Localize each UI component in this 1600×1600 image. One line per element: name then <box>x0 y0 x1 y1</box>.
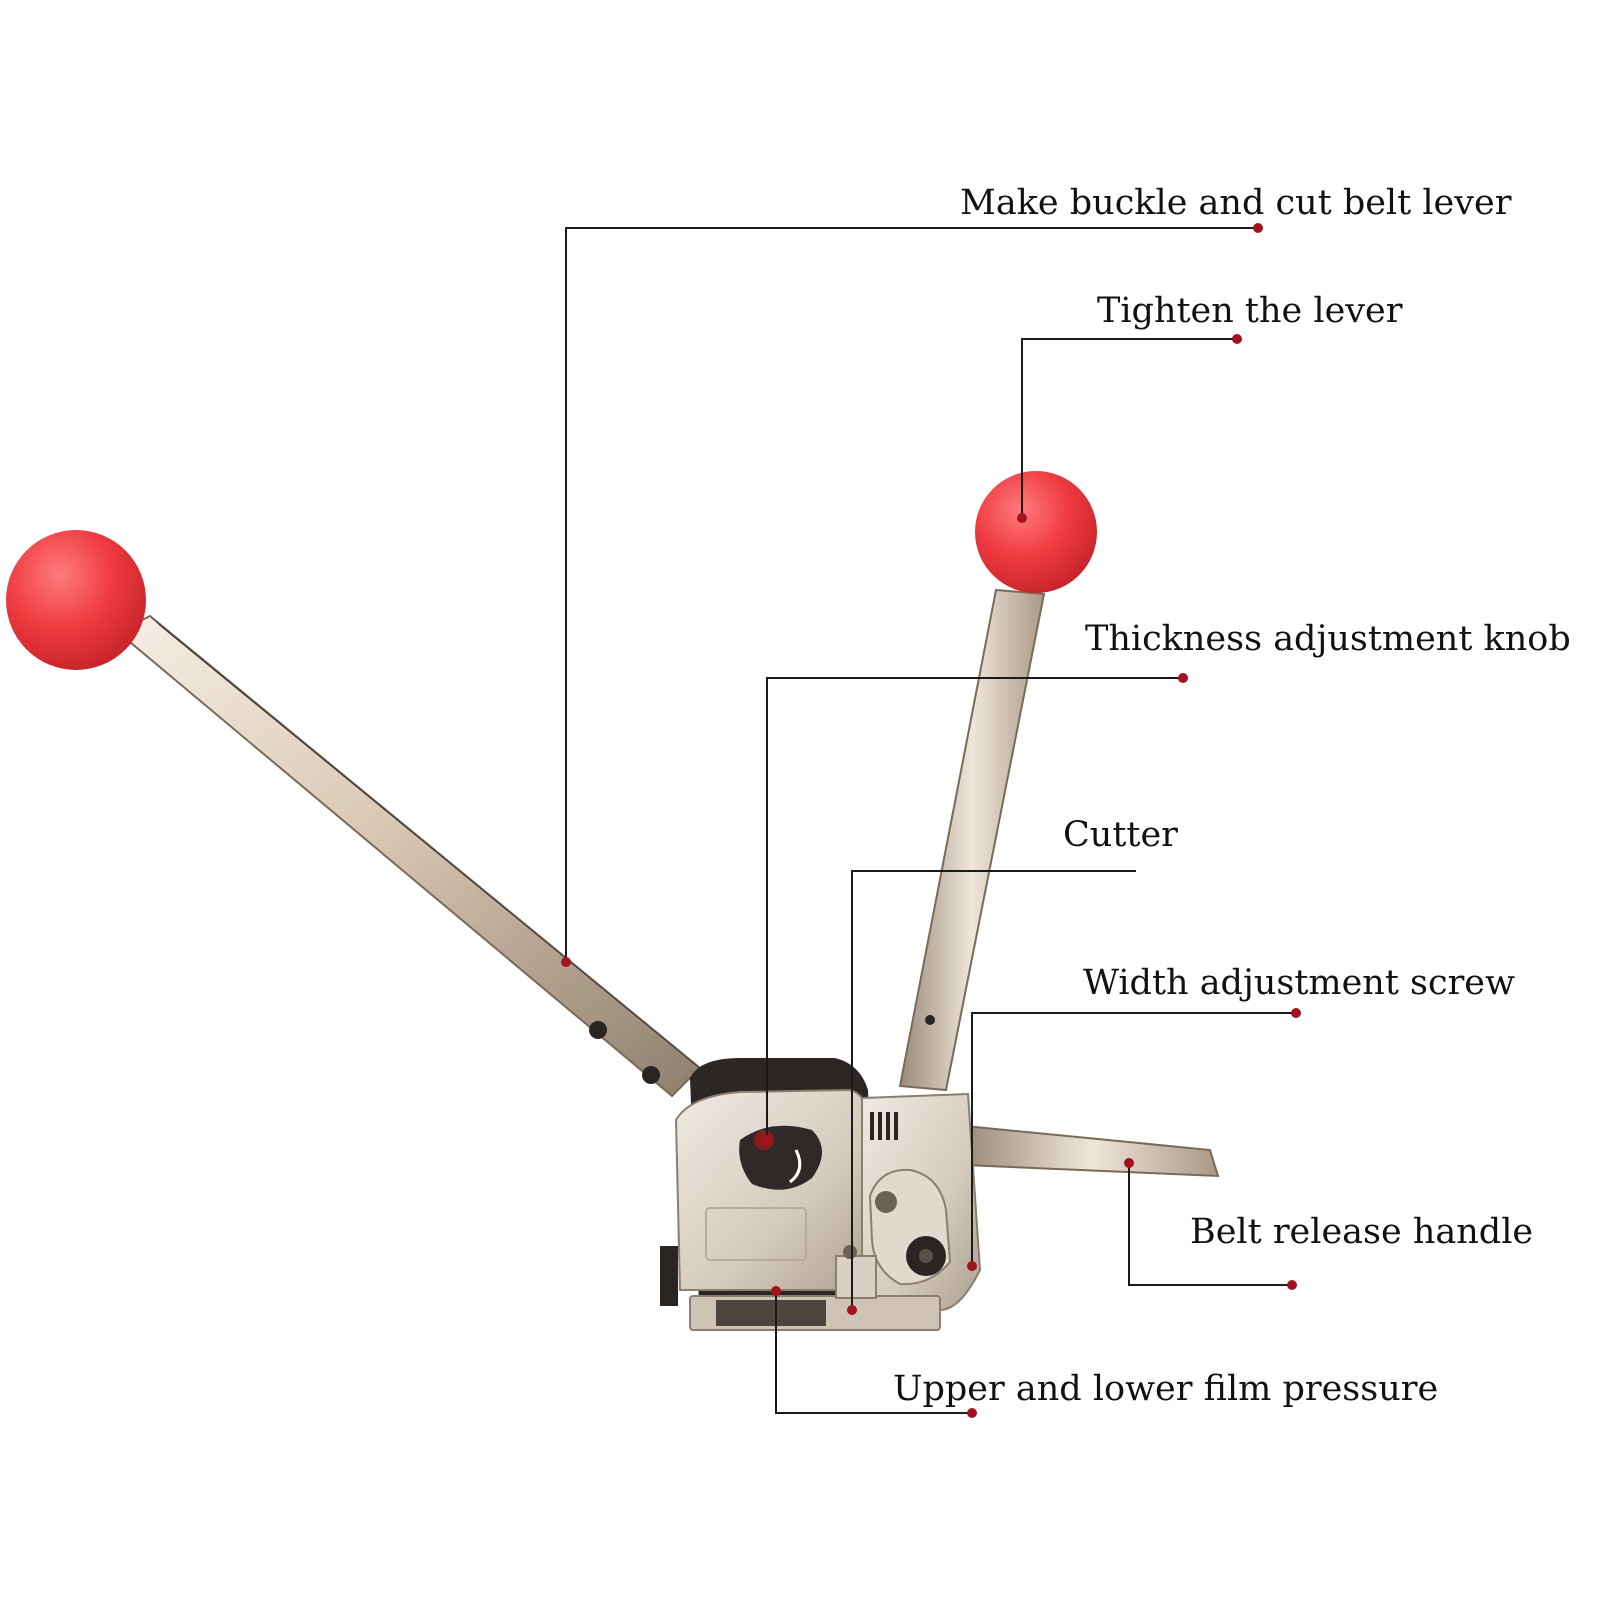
label-film-pressure: Upper and lower film pressure <box>893 1369 1439 1409</box>
marker-dot <box>561 957 571 967</box>
marker-dot <box>1124 1158 1134 1168</box>
marker-dots <box>561 223 1301 1418</box>
marker-dot <box>1253 223 1263 233</box>
lever-hole <box>589 1021 607 1039</box>
lever-hole <box>642 1066 660 1084</box>
tool-body <box>660 1058 982 1331</box>
leader-width <box>971 1012 1296 1266</box>
right-red-knob <box>975 471 1097 593</box>
left-red-knob <box>6 530 146 670</box>
film-pressure-plate <box>716 1300 826 1326</box>
leader-thickness <box>766 677 1183 1140</box>
marker-dot <box>771 1286 781 1296</box>
label-thickness-knob: Thickness adjustment knob <box>1085 619 1571 659</box>
belt-release-handle-shape <box>964 1124 1220 1178</box>
marker-dot <box>1178 673 1188 683</box>
tighten-lever <box>898 471 1097 1092</box>
leader-tighten <box>1021 338 1237 518</box>
spring <box>870 1112 898 1140</box>
marker-dot <box>1287 1280 1297 1290</box>
marker-dot <box>967 1261 977 1271</box>
marker-dot <box>1232 334 1242 344</box>
leader-make-buckle <box>565 227 1258 962</box>
leader-film <box>775 1291 972 1414</box>
marker-dot <box>1017 513 1027 523</box>
leader-lines <box>565 227 1296 1414</box>
marker-dot <box>967 1408 977 1418</box>
label-cutter: Cutter <box>1063 815 1178 855</box>
marker-dot <box>1291 1008 1301 1018</box>
lever-hole <box>925 1015 935 1025</box>
cut-belt-lever <box>6 530 706 1098</box>
label-make-buckle-lever: Make buckle and cut belt lever <box>960 183 1512 223</box>
label-belt-release-handle: Belt release handle <box>1190 1212 1534 1252</box>
label-tighten-lever: Tighten the lever <box>1097 291 1403 331</box>
label-width-screw: Width adjustment screw <box>1083 963 1515 1003</box>
leader-release <box>1128 1163 1292 1286</box>
marker-dot <box>847 1305 857 1315</box>
leader-cutter <box>851 870 1136 1310</box>
marker-dot <box>762 1135 772 1145</box>
